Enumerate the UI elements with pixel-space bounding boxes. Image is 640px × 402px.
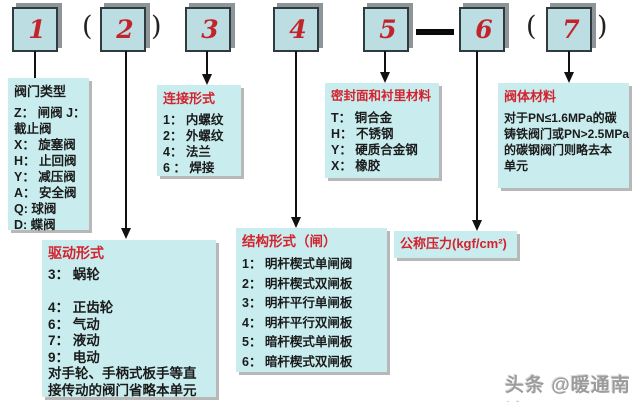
panel-title-drive-type: 驱动形式	[48, 245, 104, 261]
code-box-3: 3	[185, 7, 231, 52]
panel-seal-material: 密封面和衬里材料 T： 铜合金 H： 不锈钢 Y： 硬质合金钢 X： 橡胶	[325, 83, 439, 178]
drive-type-line	[48, 284, 210, 301]
structure-type-line: 1： 明杆楔式单闸阀	[242, 257, 353, 271]
panel-title-valve-type: 阀门类型	[14, 84, 67, 99]
arrowhead-7	[564, 72, 574, 83]
connector-line-4	[295, 51, 297, 218]
seal-material-line: T： 铜合金	[331, 111, 393, 125]
paren-close-2: )	[151, 11, 162, 42]
body-material-line: 铸铁阀门或PN>2.5MPa	[504, 127, 630, 141]
drive-type-line: 3： 蜗轮	[48, 267, 100, 282]
panel-drive-type: 驱动形式 3： 蜗轮 4： 正齿轮 6： 气动 7： 液动 9： 电动 对手轮、…	[42, 240, 216, 398]
structure-type-line: 2： 明杆楔式双闸板	[242, 276, 353, 291]
paren-close-7: )	[597, 11, 608, 42]
code-number-5: 5	[379, 15, 397, 44]
seal-material-line: H： 不锈钢	[331, 127, 394, 141]
body-material-line: 单元	[504, 159, 529, 173]
connector-line-6	[476, 51, 478, 221]
structure-type-line: 6： 暗杆楔式双闸板	[242, 354, 353, 369]
code-number-3: 3	[201, 15, 219, 44]
arrowhead-2	[121, 228, 131, 239]
drive-type-line: 6： 气动	[48, 316, 100, 332]
valve-type-line: X： 旋塞阀	[14, 138, 76, 152]
arrowhead-4	[291, 217, 301, 228]
panel-title-connection-type: 连接形式	[163, 91, 216, 106]
panel-connection-type: 连接形式 1： 内螺纹 2： 外螺纹 4： 法兰 6 ： 焊接	[157, 85, 241, 176]
arrowhead-3	[202, 74, 212, 85]
seal-material-line: X： 橡胶	[331, 159, 381, 173]
panel-title-structure-type: 结构形式（闸）	[242, 234, 337, 249]
panel-nominal-pressure: 公称压力(kgf/cm²)	[394, 231, 517, 258]
seal-material-line: Y： 硬质合金钢	[331, 143, 418, 157]
structure-type-line: 4： 明杆平行双闸板	[242, 315, 353, 330]
code-number-4: 4	[289, 15, 307, 44]
connector-line-5	[384, 51, 386, 73]
code-box-6: 6	[459, 7, 505, 52]
connection-type-line: 2： 外螺纹	[163, 129, 224, 143]
valve-type-line: Z： 闸阀 J：	[14, 106, 86, 120]
body-material-line: 的碳钢阀门则略去本	[504, 143, 613, 157]
valve-type-line: Y： 减压阀	[14, 170, 76, 184]
structure-type-line: 3： 明杆平行单闸板	[242, 296, 353, 310]
valve-type-line: Q: 球阀	[14, 202, 57, 216]
connection-type-line: 4： 法兰	[163, 145, 211, 159]
connector-line-7	[568, 51, 570, 73]
code-number-6: 6	[475, 15, 493, 44]
panel-structure-type: 结构形式（闸） 1： 明杆楔式单闸阀 2： 明杆楔式双闸板 3： 明杆平行单闸板…	[236, 228, 387, 372]
panel-body-material: 阀体材料 对于PN≤1.6MPa的碳 铸铁阀门或PN>2.5MPa 的碳钢阀门则…	[498, 83, 629, 188]
body-material-line: 对于PN≤1.6MPa的碳	[504, 111, 617, 125]
connector-line-2	[125, 51, 127, 229]
paren-open-2: (	[82, 11, 93, 42]
code-box-2: 2	[100, 7, 146, 52]
valve-type-line: 截止阀	[14, 122, 52, 136]
structure-type-line: 5： 暗杆楔式单闸板	[242, 335, 353, 349]
valve-type-line: D: 蝶阀	[14, 218, 56, 232]
code-box-1: 1	[12, 7, 58, 52]
dash-between-5-6	[416, 29, 454, 35]
panel-valve-type: 阀门类型 Z： 闸阀 J： 截止阀 X： 旋塞阀 H： 止回阀 Y： 减压阀 A…	[8, 78, 89, 232]
drive-type-line: 对手轮、手柄式板手等直	[48, 366, 197, 381]
code-number-7: 7	[562, 15, 580, 44]
nominal-pressure-label: 公称压力(kgf/cm²)	[400, 236, 507, 251]
code-number-1: 1	[28, 15, 46, 44]
code-box-7: 7	[546, 7, 592, 52]
connector-line-1	[34, 51, 36, 78]
code-box-4: 4	[273, 7, 319, 52]
code-box-5: 5	[363, 7, 409, 52]
drive-type-line: 7： 液动	[48, 333, 100, 348]
drive-type-line: 接传动的阀门省略本单元	[48, 382, 197, 398]
panel-title-body-material: 阀体材料	[504, 89, 557, 104]
connector-line-3	[206, 51, 208, 75]
connection-type-line: 6 ： 焊接	[163, 161, 215, 175]
drive-type-line: 4： 正齿轮	[48, 300, 114, 315]
connection-type-line: 1： 内螺纹	[163, 113, 224, 127]
watermark: 头条 @暖通南社	[505, 375, 631, 396]
arrowhead-6	[472, 220, 482, 231]
code-number-2: 2	[116, 15, 134, 44]
valve-type-line: A： 安全阀	[14, 186, 77, 200]
valve-type-line: H： 止回阀	[14, 154, 77, 168]
panel-title-seal-material: 密封面和衬里材料	[331, 89, 432, 103]
arrowhead-5	[380, 72, 390, 83]
paren-open-7: (	[526, 11, 537, 42]
drive-type-line: 9： 电动	[48, 349, 100, 365]
